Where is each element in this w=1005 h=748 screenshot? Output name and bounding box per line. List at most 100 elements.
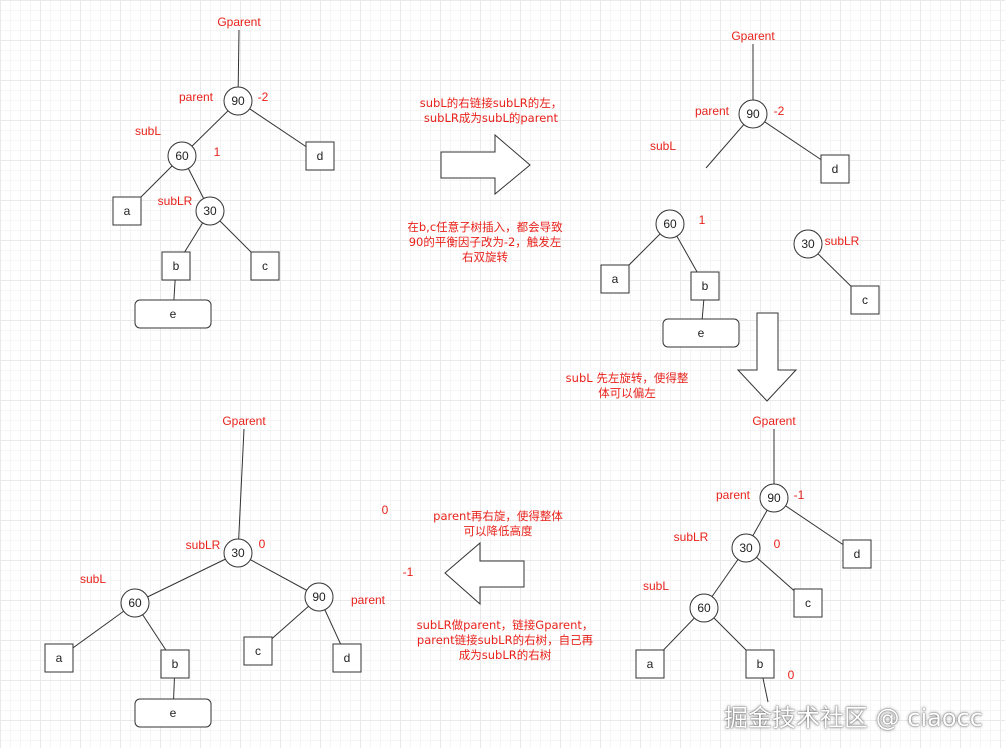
node-d-label: d: [344, 651, 351, 665]
node-a-box: [635, 649, 665, 679]
note_final: subLR做parent，链接Gparent，parent链接subLR的右树，…: [417, 618, 594, 662]
node-c-label: c: [862, 293, 868, 307]
node-n90-circle: [738, 99, 768, 129]
node-e-box: [134, 698, 212, 728]
note_right_rotate: parent再右旋，使得整体可以降低高度: [433, 509, 563, 538]
node-n30-label: 30: [739, 541, 753, 555]
node-c-label: c: [255, 644, 261, 658]
node-n60-label: 60: [128, 596, 142, 610]
after_left-subl_label: subL: [643, 579, 669, 593]
node-b-box: [690, 271, 720, 301]
arrow_right-right: [440, 133, 531, 196]
node-c-label: c: [805, 596, 811, 610]
before-parent_label: parent: [179, 90, 214, 104]
final-parent_label: parent: [351, 593, 386, 607]
after_left-gparent_label: Gparent: [752, 414, 796, 428]
split-gparent_label: Gparent: [731, 29, 775, 43]
final-bf_zero: 0: [382, 503, 389, 517]
split-parent_label: parent: [695, 104, 730, 118]
node-b-box: [745, 649, 775, 679]
after_left-bf30: 0: [774, 537, 781, 551]
node-n30-circle: [793, 229, 823, 259]
node-n90-circle: [223, 86, 253, 116]
node-n90-label: 90: [746, 107, 760, 121]
node-e-label: e: [170, 307, 177, 321]
node-a-box: [600, 264, 630, 294]
node-n60-circle: [167, 141, 197, 171]
node-b-label: b: [172, 657, 179, 671]
node-c-box: [793, 588, 823, 618]
node-d-label: d: [832, 162, 839, 176]
node-e-box: [134, 299, 212, 329]
split-sublr_label: subLR: [825, 234, 860, 248]
before-subl_label: subL: [135, 124, 161, 138]
node-a-label: a: [56, 651, 63, 665]
watermark: 掘金技术社区 @ ciaocc: [724, 704, 983, 732]
after_left-sublr_label: subLR: [674, 530, 709, 544]
final-bf_minus1: -1: [403, 565, 414, 579]
node-a-label: a: [612, 272, 619, 286]
node-d-label: d: [317, 149, 324, 163]
node-b-box: [160, 649, 190, 679]
node-n90-label: 90: [312, 590, 326, 604]
final-subl_label: subL: [80, 572, 106, 586]
node-b-label: b: [757, 657, 764, 671]
note_link: subL的右链接subLR的左，subLR成为subL的parent: [420, 96, 562, 125]
split-subl_label: subL: [650, 139, 676, 153]
node-a-box: [44, 643, 74, 673]
node-a-box: [112, 196, 142, 226]
node-n90-label: 90: [767, 491, 781, 505]
node-d-box: [332, 643, 362, 673]
node-d-box: [305, 141, 335, 171]
split-tree: 90 60 30 a b c d e Gparent parent -2 subL 1 subLR: [600, 29, 880, 348]
split-bf90: -2: [774, 104, 785, 118]
node-b-label: b: [702, 279, 709, 293]
before-bf60: 1: [214, 145, 221, 159]
node-n60-label: 60: [663, 217, 677, 231]
node-d-box: [820, 154, 850, 184]
before-gparent_label: Gparent: [217, 15, 261, 29]
arrow_down-down: [736, 312, 798, 402]
final-bf30: 0: [259, 537, 266, 551]
before-bf90: -2: [258, 90, 269, 104]
node-a-label: a: [647, 657, 654, 671]
final-sublr_label: subLR: [186, 538, 221, 552]
node-n60-circle: [655, 209, 685, 239]
edge-n30-n60: [134, 552, 239, 604]
node-n60-label: 60: [175, 149, 189, 163]
node-n90-circle: [304, 582, 334, 612]
edge-gparent_label-n30: [237, 428, 245, 554]
node-c-box: [250, 251, 280, 281]
node-e-box: [662, 318, 740, 348]
node-n60-circle: [689, 593, 719, 623]
node-e-label: e: [698, 326, 705, 340]
node-n30-label: 30: [801, 237, 815, 251]
after_left-bf90: -1: [794, 488, 805, 502]
note_left_rotate: subL 先左旋转，使得整体可以偏左: [566, 371, 689, 400]
node-d-label: d: [854, 547, 861, 561]
node-b-box: [161, 251, 191, 281]
node-n30-label: 30: [203, 204, 217, 218]
node-c-box: [243, 636, 273, 666]
node-a-label: a: [124, 204, 131, 218]
node-e-label: e: [170, 706, 177, 720]
node-c-label: c: [262, 259, 268, 273]
node-n30-circle: [195, 196, 225, 226]
edge-n30-n90: [237, 552, 320, 598]
node-c-box: [850, 285, 880, 315]
before-sublr_label: subLR: [158, 194, 193, 208]
node-n90-circle: [759, 483, 789, 513]
node-n60-circle: [120, 588, 150, 618]
node-d-box: [842, 539, 872, 569]
node-n30-circle: [223, 538, 253, 568]
after_left-bfb: 0: [788, 668, 795, 682]
after_left-parent_label: parent: [716, 488, 751, 502]
final-tree: 30 60 90 a b c d e Gparent subLR 0 subL parent 0 -1: [44, 414, 414, 728]
node-n30-label: 30: [231, 546, 245, 560]
split-bf60: 1: [699, 213, 706, 227]
final-gparent_label: Gparent: [222, 414, 266, 428]
